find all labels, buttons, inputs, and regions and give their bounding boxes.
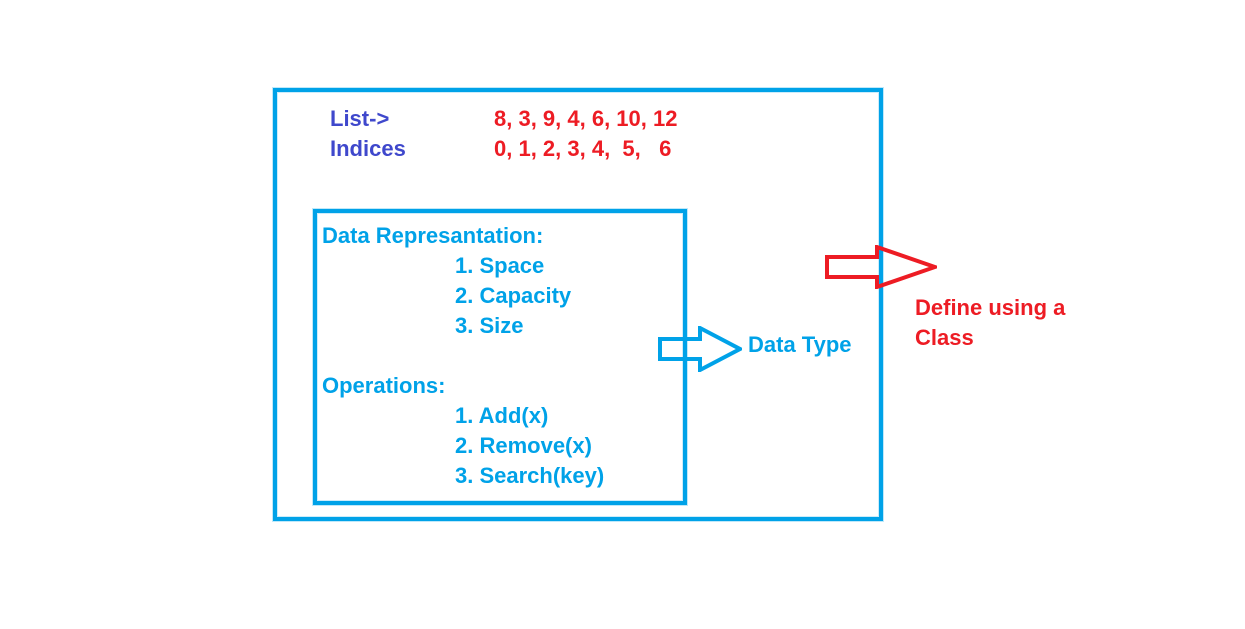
data-representation-section: Data Represantation: 1. Space 2. Capacit… <box>322 221 683 341</box>
red-right-arrow-icon <box>825 245 937 289</box>
list-item: 2. Capacity <box>455 283 572 308</box>
indices-values: 0, 1, 2, 3, 4, 5, 6 <box>494 136 672 161</box>
define-class-label: Define using a Class <box>915 293 1065 353</box>
indices-label: Indices <box>330 136 406 161</box>
section-title-operations: Operations: <box>322 373 446 398</box>
section-title-data-representation: Data Represantation: <box>322 223 544 248</box>
list-label: List-> <box>330 106 390 131</box>
data-type-label: Data Type <box>748 332 852 357</box>
inner-box: Data Represantation: 1. Space 2. Capacit… <box>313 209 687 505</box>
list-item: 1. Add(x) <box>455 403 549 428</box>
list-header-values: 8, 3, 9, 4, 6, 10, 12 0, 1, 2, 3, 4, 5, … <box>494 104 677 164</box>
outer-box <box>273 88 883 521</box>
list-item: 3. Size <box>455 313 524 338</box>
define-class-line1: Define using a <box>915 295 1066 320</box>
list-values: 8, 3, 9, 4, 6, 10, 12 <box>494 106 678 131</box>
list-item: 1. Space <box>455 253 545 278</box>
define-class-line2: Class <box>915 325 974 350</box>
list-header-labels: List-> Indices <box>330 104 406 164</box>
operations-section: Operations: 1. Add(x) 2. Remove(x) 3. Se… <box>322 371 683 491</box>
list-item: 2. Remove(x) <box>455 433 592 458</box>
cyan-right-arrow-icon <box>658 326 742 372</box>
list-item: 3. Search(key) <box>455 463 605 488</box>
